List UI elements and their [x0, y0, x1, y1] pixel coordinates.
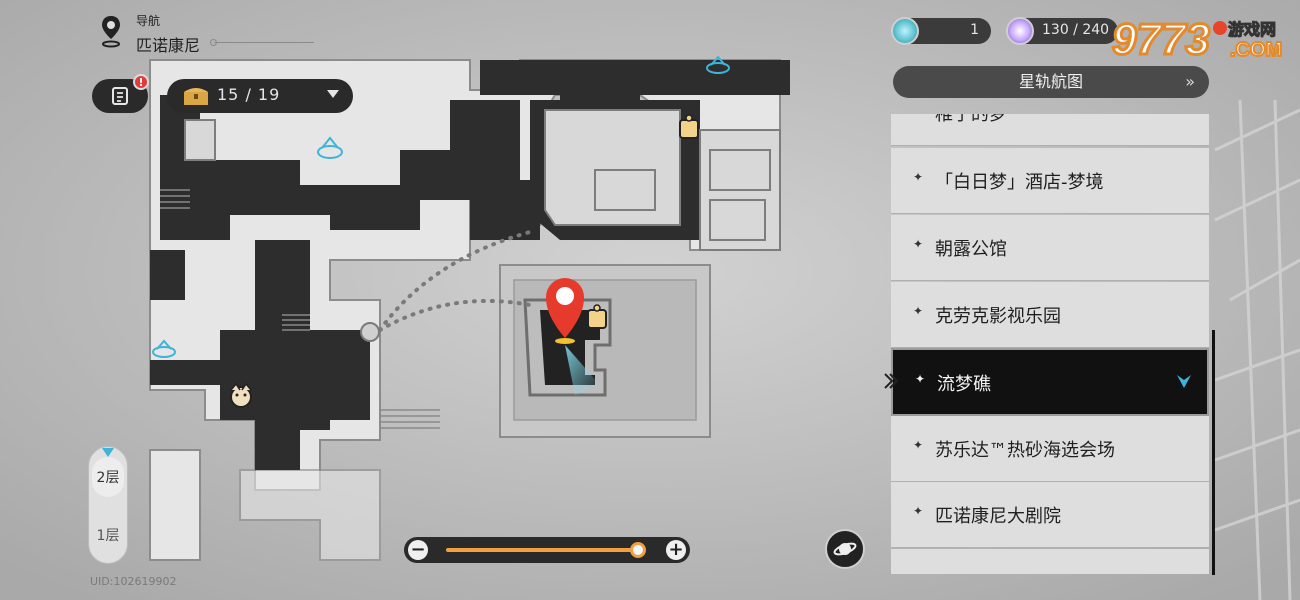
star-icon: ✦	[913, 114, 923, 116]
double-chevron-icon: »	[1185, 72, 1195, 91]
location-label: 克劳克影视乐园	[935, 306, 1061, 327]
star-icon: ✦	[913, 504, 924, 518]
zoom-slider-handle[interactable]	[630, 542, 647, 558]
location-label: 稚子的梦	[935, 114, 1007, 125]
location-label: 「白日梦」酒店-梦境	[935, 172, 1104, 193]
npc-icon[interactable]	[230, 382, 252, 408]
resource-2-value: 130 / 240	[1042, 22, 1110, 38]
svg-text:.COM: .COM	[1230, 39, 1282, 61]
puzzle-piece-icon[interactable]	[679, 114, 699, 139]
nav-location: 匹诺康尼	[136, 36, 201, 55]
floor-1-button[interactable]: 1层	[96, 528, 120, 544]
trailblaze-power-icon	[1006, 17, 1034, 45]
puzzle-piece-icon[interactable]	[587, 304, 607, 329]
star-rail-map-button[interactable]: 星轨航图 »	[893, 66, 1209, 98]
location-label: 匹诺康尼大剧院	[935, 506, 1061, 527]
list-item-selected[interactable]: ✦ 流梦礁	[891, 348, 1209, 416]
floor-2-button[interactable]: 2层	[92, 457, 124, 497]
resource-counter-1[interactable]: 1	[891, 17, 991, 45]
list-item[interactable]: ✦ 「白日梦」酒店-梦境	[891, 148, 1209, 214]
floor-selector[interactable]: 2层 1层	[88, 446, 128, 564]
uid-label: UID:102619902	[90, 575, 177, 588]
list-item[interactable]: ✦ 苏乐达™热砂海选会场	[891, 416, 1209, 482]
nav-title: 导航	[136, 14, 161, 28]
list-item[interactable]: ✦ 朝露公馆	[891, 215, 1209, 281]
nav-divider	[214, 42, 314, 43]
resource-counter-2[interactable]: 130 / 240	[1006, 17, 1118, 45]
space-anchor-icon[interactable]	[706, 55, 730, 74]
selected-chevron-icon	[1177, 375, 1191, 388]
space-anchor-icon[interactable]	[317, 136, 343, 159]
treasure-chest-icon	[184, 88, 208, 105]
location-label: 苏乐达™热砂海选会场	[935, 440, 1115, 461]
location-marker-icon[interactable]	[546, 278, 584, 344]
list-item[interactable]: ✦ 克劳克影视乐园	[891, 282, 1209, 348]
stellar-jade-icon	[891, 17, 919, 45]
planet-icon	[833, 542, 857, 556]
location-label: 流梦礁	[937, 374, 991, 395]
svg-text:游戏网: 游戏网	[1228, 20, 1276, 39]
mission-log-icon	[112, 87, 128, 105]
location-list[interactable]: ✦ 稚子的梦 ✦ 「白日梦」酒店-梦境 ✦ 朝露公馆 ✦ 克劳克影视乐园 ✦ 流…	[891, 114, 1213, 574]
star-rail-map-title: 星轨航图	[1018, 72, 1083, 91]
zoom-slider-track[interactable]	[446, 548, 642, 552]
list-item[interactable]	[891, 549, 1209, 574]
chest-count: 15 / 19	[217, 85, 281, 104]
map-pin-icon	[102, 16, 120, 48]
resource-1-value: 1	[970, 22, 979, 38]
site-watermark-logo: 9773 游戏网 .COM	[1111, 14, 1284, 66]
space-anchor-icon[interactable]	[152, 339, 176, 358]
navigation-header: 导航 匹诺康尼	[96, 10, 314, 55]
chest-counter-dropdown[interactable]: 15 / 19	[167, 79, 353, 113]
star-icon: ✦	[913, 170, 924, 184]
star-icon: ✦	[913, 304, 924, 318]
selection-arrow-icon	[884, 373, 898, 389]
zoom-control[interactable]: − +	[404, 537, 690, 563]
star-icon: ✦	[913, 237, 924, 251]
star-icon: ✦	[913, 438, 924, 452]
zoom-in-button[interactable]: +	[666, 540, 686, 560]
planet-map-button[interactable]	[825, 529, 865, 569]
location-label: 朝露公馆	[935, 239, 1007, 260]
chevron-down-icon	[327, 90, 339, 98]
list-item[interactable]: ✦ 匹诺康尼大剧院	[891, 482, 1209, 548]
svg-text:9773: 9773	[1112, 15, 1210, 64]
list-scrollbar[interactable]	[1212, 330, 1215, 575]
current-floor-indicator-icon	[102, 448, 114, 457]
star-icon: ✦	[915, 372, 926, 386]
notification-badge: !	[133, 74, 149, 90]
list-item[interactable]: ✦ 稚子的梦	[891, 114, 1209, 146]
zoom-out-button[interactable]: −	[408, 540, 428, 560]
